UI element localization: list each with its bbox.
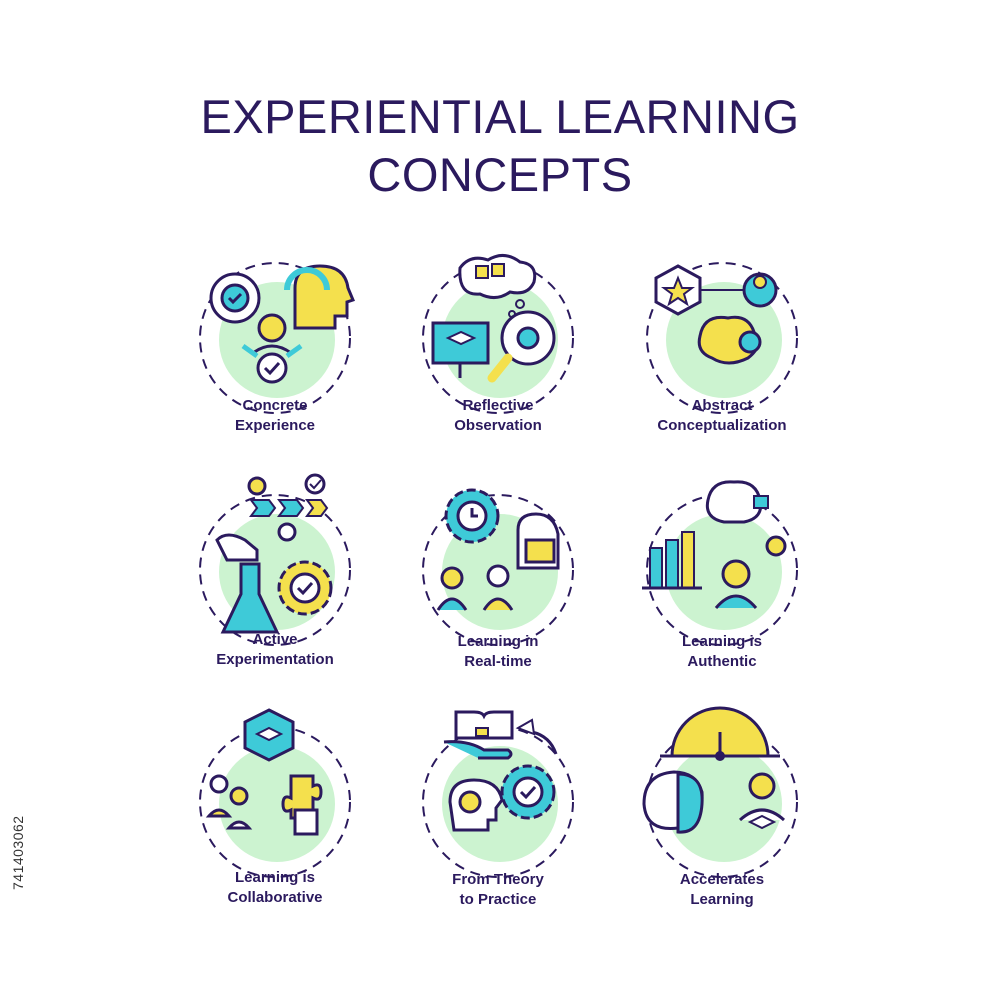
concept-label: Concrete Experience: [234, 397, 316, 434]
book-gear-icon: [422, 710, 574, 878]
concept-label: Active Experimentation: [216, 631, 334, 668]
clock-box-icon: [422, 488, 574, 646]
stock-id-watermark: 741403062: [10, 815, 26, 890]
concept-active-experimentation: [165, 460, 385, 680]
puzzle-group-icon: [199, 708, 351, 878]
concept-label: Learning in Real-time: [457, 633, 539, 670]
concept-label: From Theory to Practice: [452, 871, 544, 908]
concept-concrete-experience: [165, 228, 385, 448]
concept-label: Learning is Collaborative: [227, 869, 323, 906]
concept-label: Accelerates Learning: [679, 871, 765, 908]
chart-idea-icon: [642, 480, 798, 646]
concept-label: Reflective Observation: [454, 397, 542, 434]
concept-learning-is-authentic: [612, 460, 832, 680]
title-line-2: CONCEPTS: [367, 148, 633, 201]
flask-gear-icon: [199, 473, 351, 646]
page-title: EXPERIENTIAL LEARNING CONCEPTS: [0, 88, 1000, 204]
concept-label: Learning is Authentic: [681, 633, 763, 670]
concept-accelerates-learning: [612, 692, 832, 912]
network-brain-icon: [646, 262, 798, 414]
magnifier-eye-icon: [422, 254, 574, 414]
concept-label: Abstract Conceptualization: [657, 397, 787, 434]
title-line-1: EXPERIENTIAL LEARNING: [200, 90, 800, 143]
concept-learning-in-real-time: [388, 460, 608, 680]
brain-head-person-icon: [199, 262, 356, 414]
concept-abstract-conceptualization: [612, 228, 832, 448]
speedometer-brain-icon: [642, 706, 798, 878]
concept-learning-is-collaborative: [165, 692, 385, 912]
concept-from-theory-to-practice: [388, 692, 608, 912]
concept-reflective-observation: [388, 228, 608, 448]
